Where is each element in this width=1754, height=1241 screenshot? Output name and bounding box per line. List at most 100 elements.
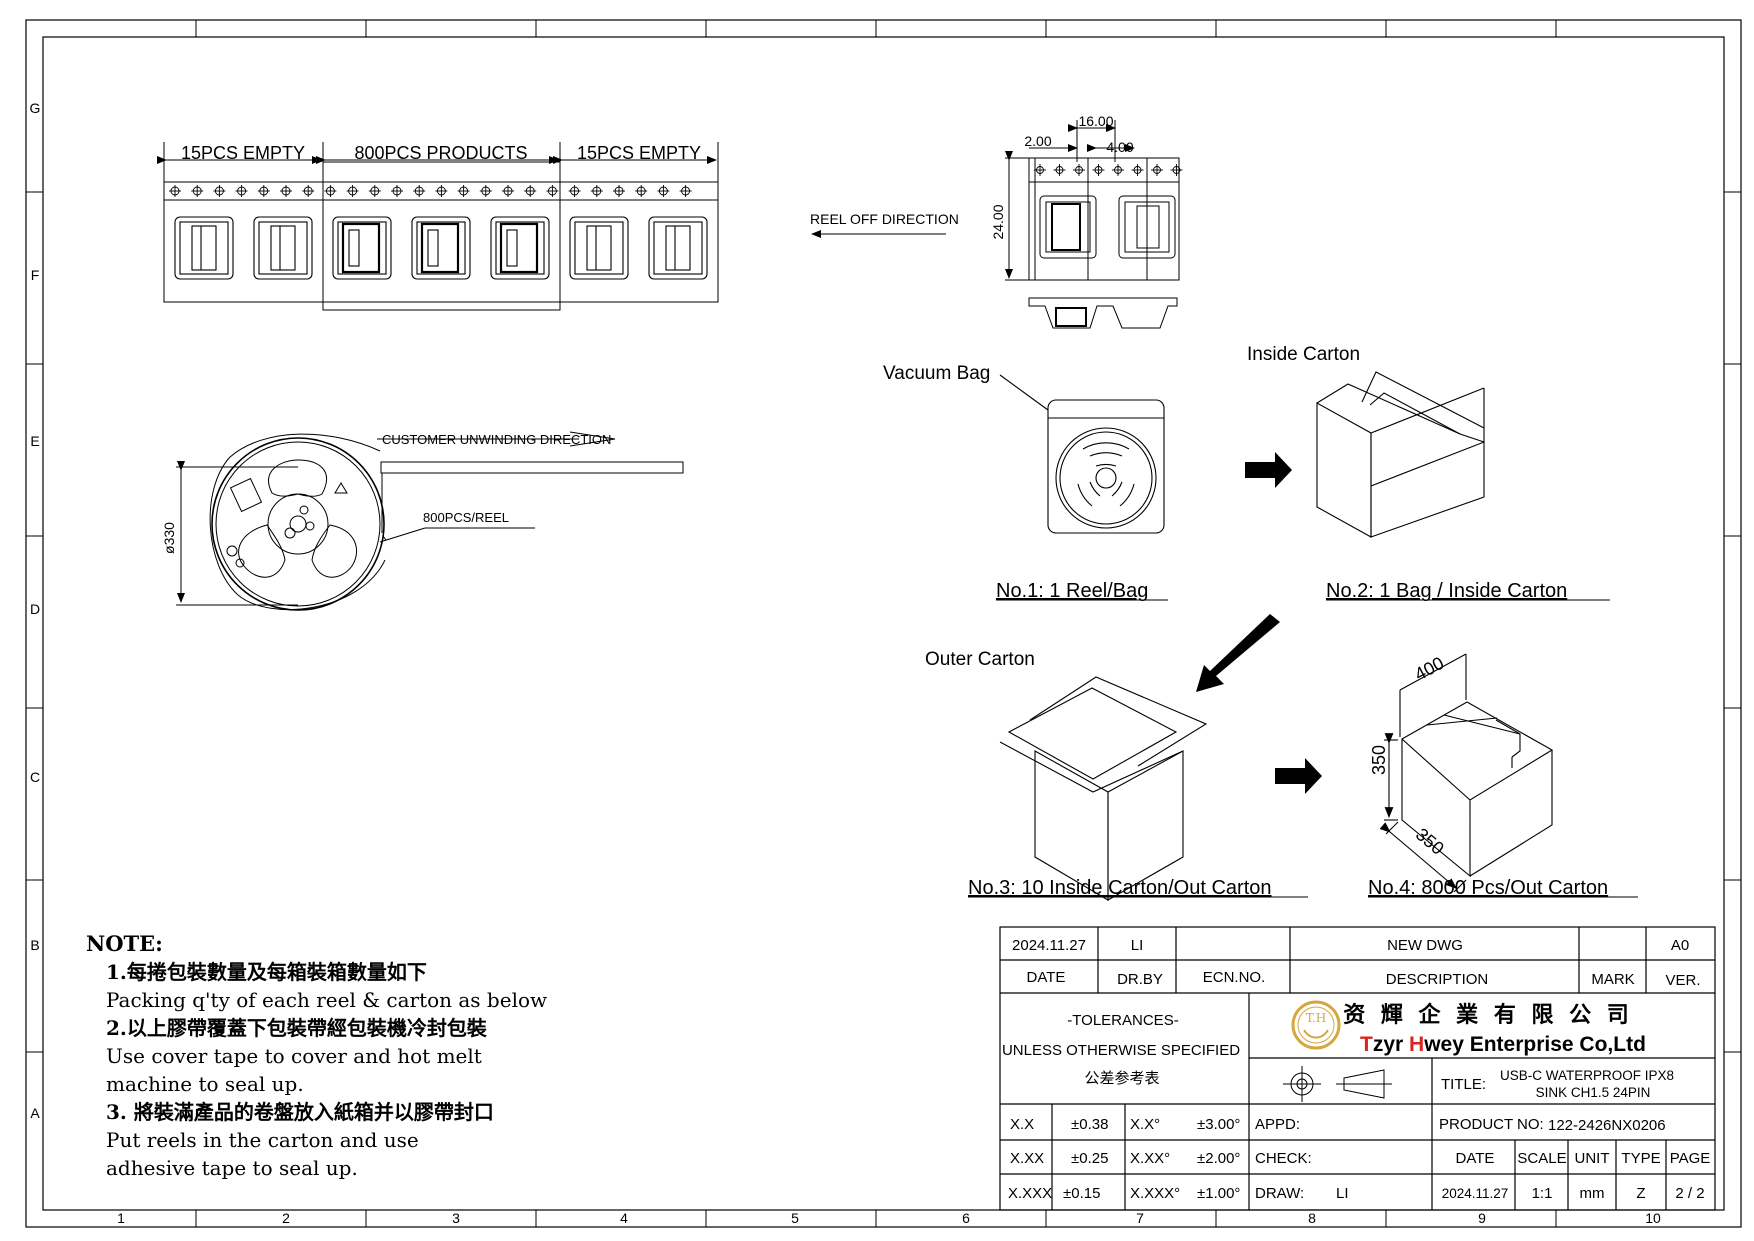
dim-hole: 4.00 [1106,139,1133,155]
tol-label: X.XXX [1008,1185,1052,1202]
col-label: 10 [1645,1210,1661,1226]
label-per-reel: 800PCS/REEL [423,510,509,525]
hdr-ecn: ECN.NO. [1203,969,1266,986]
note-line: 3. 將裝滿產品的卷盤放入紙箱并以膠帶封口 [106,1100,494,1124]
col-label: 2 [282,1210,290,1226]
rev-date: 2024.11.27 [1012,937,1086,954]
projection-symbol-icon [1283,1066,1392,1102]
note-line: Put reels in the carton and use [106,1128,419,1152]
note-line: Packing q'ty of each reel & carton as be… [106,988,548,1012]
check-label: CHECK: [1255,1150,1312,1167]
bottom-type: Z [1636,1185,1645,1202]
bottom-hdr-date: DATE [1456,1150,1495,1167]
row-label: D [30,601,40,617]
tape-pocket [174,216,234,280]
dim-length: 400 [1411,653,1447,685]
pocket-product-detail [348,229,360,267]
label-unwinding: CUSTOMER UNWINDING DIRECTION [382,432,611,447]
flow-arrow-3 [1275,758,1322,794]
tape-pocket-inner [258,221,308,275]
bottom-hdr-unit: UNIT [1575,1150,1610,1167]
note-line: machine to seal up. [106,1072,304,1096]
row-label: B [30,937,39,953]
title-line-2: SINK CH1.5 24PIN [1536,1085,1651,1100]
bottom-page: 2 / 2 [1675,1185,1704,1202]
flow-arrow-1 [1245,452,1292,488]
note-line: 2.以上膠帶覆蓋下包裝帶經包裝機冷封包裝 [106,1016,487,1040]
note-line: Use cover tape to cover and hot melt [106,1044,482,1068]
zone-ticks [26,20,1741,1227]
caption-step-4: No.4: 8000 Pcs/Out Carton [1368,877,1608,899]
dim-pitch: 16.00 [1078,113,1113,129]
tol-label: X.X° [1130,1116,1160,1133]
tape-pocket [411,216,471,280]
tape-pocket-inner [337,221,387,275]
dim-offset: 2.00 [1024,133,1051,149]
dim-diameter: ø330 [161,522,177,554]
tol-value: ±3.00° [1197,1116,1240,1133]
col-label: 1 [117,1210,125,1226]
tol-value: ±1.00° [1197,1185,1240,1202]
label-inside-carton: Inside Carton [1247,344,1360,365]
pocket-product [499,222,539,274]
tape-pocket [253,216,313,280]
outer-carton [999,676,1208,901]
zone-labels: G F E D C B A 1 2 3 4 5 6 7 8 9 10 [30,100,1661,1226]
draw-label: DRAW: [1255,1185,1304,1202]
tol-label: X.XX° [1130,1150,1170,1167]
col-label: 4 [620,1210,628,1226]
tape-detail-holes [1034,164,1183,176]
bottom-hdr-scale: SCALE [1517,1150,1566,1167]
tape-pocket-inner [495,221,545,275]
note-title: NOTE: [86,931,163,956]
row-label: E [30,433,39,449]
product-no: 122-2426NX0206 [1548,1117,1666,1134]
caption-step-2: No.2: 1 Bag / Inside Carton [1326,580,1567,602]
caption-step-3: No.3: 10 Inside Carton/Out Carton [968,877,1272,899]
note-line: adhesive tape to seal up. [106,1156,358,1180]
tol-value: ±0.38 [1071,1116,1108,1133]
note-line: 1.每捲包裝數量及每箱裝箱數量如下 [106,960,427,984]
label-products: 800PCS PRODUCTS [354,143,527,163]
tape-side-profile [1028,297,1178,329]
bottom-unit: mm [1580,1185,1605,1202]
rev-desc: NEW DWG [1387,937,1463,954]
tape-pocket-inner [179,221,229,275]
tolerance-heading: -TOLERANCES- [1067,1012,1178,1029]
notes: NOTE: 1.每捲包裝數量及每箱裝箱數量如下 Packing q'ty of … [86,930,547,1182]
tape-pocket-inner [416,221,466,275]
pocket-empty-cavity [586,225,612,271]
hdr-mark: MARK [1591,971,1634,988]
label-outer-carton: Outer Carton [925,649,1035,670]
company-name-en: Tzyr Hwey Enterprise Co,Ltd [1360,1033,1646,1056]
hdr-ver: VER. [1665,972,1700,989]
pocket-empty-cavity [665,225,691,271]
bottom-scale: 1:1 [1532,1185,1553,1202]
pocket-product [420,222,460,274]
product-no-label: PRODUCT NO: [1439,1116,1544,1133]
tape-pocket [569,216,629,280]
bottom-hdr-type: TYPE [1621,1150,1660,1167]
tape-pocket [332,216,392,280]
dim-height: 350 [1369,745,1389,775]
col-label: 8 [1308,1210,1316,1226]
label-reel-off: REEL OFF DIRECTION [810,211,959,227]
label-empty-right: 15PCS EMPTY [577,143,701,163]
vacuum-bag [999,374,1165,534]
pocket-product [341,222,381,274]
bottom-date: 2024.11.27 [1442,1186,1509,1201]
tol-value: ±0.15 [1063,1185,1100,1202]
col-label: 3 [452,1210,460,1226]
svg-text:T.H: T.H [1306,1011,1327,1025]
tolerance-cn: 公差参考表 [1084,1069,1159,1087]
appd-label: APPD: [1255,1116,1300,1133]
bottom-hdr-page: PAGE [1670,1150,1711,1167]
title-block [999,926,1716,1211]
pocket-product-detail [427,229,439,267]
pocket-product-detail [506,229,518,267]
tol-value: ±2.00° [1197,1150,1240,1167]
tolerance-note: UNLESS OTHERWISE SPECIFIED [1002,1042,1240,1059]
rev-by: LI [1131,937,1144,954]
hdr-desc: DESCRIPTION [1386,971,1489,988]
